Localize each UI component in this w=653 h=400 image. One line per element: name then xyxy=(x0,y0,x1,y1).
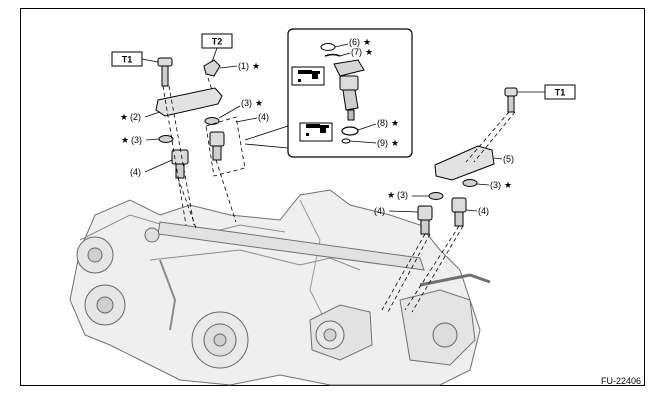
label-4c: (4) xyxy=(374,206,385,216)
label-3c: (3) xyxy=(490,180,501,190)
star-6: ★ xyxy=(363,37,371,47)
label-8: (8) xyxy=(377,118,388,128)
svg-text:T1: T1 xyxy=(122,55,133,65)
torque-box-t2: T2 xyxy=(201,33,233,63)
label-2: (2) xyxy=(130,112,141,122)
engine-block xyxy=(69,189,491,386)
svg-text:T2: T2 xyxy=(212,37,223,47)
left-detail-box xyxy=(205,116,246,177)
star-8: ★ xyxy=(391,118,399,128)
star-9: ★ xyxy=(391,138,399,148)
right-guide-lines xyxy=(381,111,516,313)
bolt-right xyxy=(504,87,518,113)
label-3b: (3) xyxy=(241,98,252,108)
torque-box-t1-left: T1 xyxy=(111,51,159,67)
star-3b: ★ xyxy=(255,98,263,108)
label-4a: (4) xyxy=(258,112,269,122)
label-4d: (4) xyxy=(478,206,489,216)
label-9: (9) xyxy=(377,138,388,148)
star-1: ★ xyxy=(252,61,260,71)
right-injector-assembly xyxy=(417,87,518,235)
label-3d: (3) xyxy=(397,190,408,200)
label-4b: (4) xyxy=(130,167,141,177)
left-injector-assembly xyxy=(155,57,225,179)
bolt-left xyxy=(157,57,173,87)
label-1: (1) xyxy=(238,61,249,71)
star-7: ★ xyxy=(365,47,373,57)
installation-tool-top xyxy=(291,66,325,86)
label-5: (5) xyxy=(503,154,514,164)
label-6: (6) xyxy=(349,37,360,47)
left-guide-lines xyxy=(162,77,237,229)
figure-id: FU-22406 xyxy=(601,376,641,386)
label-3a: (3) xyxy=(131,135,142,145)
star-3d: ★ xyxy=(387,190,395,200)
star-3c: ★ xyxy=(504,180,512,190)
inset-injector xyxy=(333,59,365,121)
star-3a: ★ xyxy=(121,135,129,145)
ring-7 xyxy=(324,53,341,57)
detail-inset xyxy=(287,28,413,158)
installation-tool-bottom xyxy=(299,122,333,142)
star-2: ★ xyxy=(120,112,128,122)
ring-9 xyxy=(341,138,351,144)
svg-text:T1: T1 xyxy=(555,88,566,98)
torque-box-t1-right: T1 xyxy=(517,84,576,100)
label-7: (7) xyxy=(351,47,362,57)
seal-8 xyxy=(341,126,359,136)
seal-6 xyxy=(320,43,336,51)
part-labels: (1) ★ ★ (2) ★ (3) (3) ★ (4) (4) (6) ★ (7… xyxy=(120,37,514,216)
